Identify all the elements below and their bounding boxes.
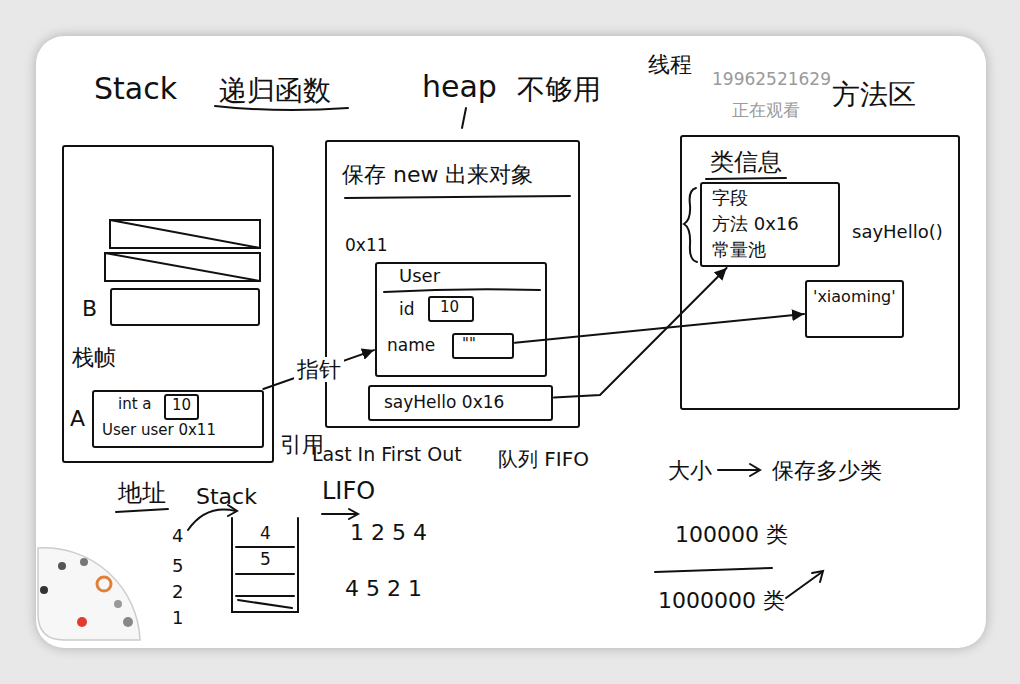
underline: [655, 568, 772, 572]
node-text: 保存 new 出来对象: [342, 162, 533, 187]
node-text: id: [399, 300, 415, 320]
stack-frame: B: [110, 288, 260, 326]
node-text: 'xiaoming': [813, 288, 896, 306]
node-text: name: [387, 336, 435, 356]
object-box: 0x11Useridname10"": [375, 262, 547, 377]
node-text: 不够用: [517, 74, 601, 106]
connector: [515, 314, 804, 343]
note-label: 1000000 类: [658, 588, 785, 613]
cross-out: [105, 253, 260, 281]
node-text: A: [70, 406, 85, 431]
note-label: 保存多少类: [772, 458, 882, 483]
class-info: 字段方法 0x16 常量池: [700, 182, 840, 267]
method-ref: sayHello 0x16: [368, 385, 553, 421]
delete-icon: [123, 617, 133, 627]
node-text: B: [82, 296, 97, 321]
node-text: 递归函数: [219, 75, 331, 107]
node-text: sayHello 0x16: [384, 393, 504, 413]
underline: [706, 178, 786, 179]
pen-stroke: [462, 108, 466, 128]
note-label: Last In First Out: [312, 444, 462, 466]
watermark: 正在观看: [732, 101, 800, 121]
brace: [684, 188, 697, 262]
undo-icon: [77, 617, 87, 627]
node-text: 字段: [712, 188, 748, 209]
stack-slot: [236, 573, 294, 575]
note-label: 4: [260, 524, 271, 544]
arrow-head: [349, 509, 358, 519]
note-label: 5: [172, 556, 183, 577]
note-label: 1 2 5 4: [350, 520, 427, 545]
arrow-line: [718, 469, 758, 471]
note-label: 线程: [648, 52, 692, 77]
note-label: 1: [172, 608, 183, 629]
note-label: 4 5 2 1: [345, 576, 422, 601]
note-label: 4: [172, 526, 183, 547]
divider-line: [384, 289, 540, 292]
node-text: User: [399, 266, 440, 287]
arrow-line: [322, 513, 356, 515]
arrow-head: [750, 464, 760, 476]
note-label: 100000 类: [675, 522, 788, 547]
node-text: 类信息: [710, 149, 782, 177]
node-text: 10: [172, 397, 191, 414]
constant-box: 'xiaoming': [805, 280, 904, 338]
old-frame: [110, 220, 260, 248]
arrow-head: [812, 571, 823, 582]
toolbar: [38, 548, 140, 640]
watermark: 19962521629: [712, 70, 831, 90]
node-text: 常量池: [712, 240, 766, 261]
stack-cup: [232, 518, 298, 612]
field-value: "": [452, 333, 514, 359]
note-label: 栈帧: [72, 345, 116, 370]
cross-out: [110, 220, 260, 248]
color-wheel: [97, 577, 111, 591]
note-label: 队列 FIFO: [498, 448, 589, 471]
node-text: 方法 0x16: [712, 214, 799, 235]
node-text: heap: [422, 70, 497, 105]
connector: [263, 350, 374, 389]
note-label: sayHello(): [852, 222, 943, 243]
tool-icon: [114, 600, 122, 608]
stack-slot: [236, 595, 294, 597]
node-text: "": [462, 336, 476, 353]
node-text: Stack: [94, 72, 177, 107]
stack-slot: [236, 546, 294, 548]
old-frame: [105, 253, 260, 281]
node-text: 0x11: [345, 236, 388, 256]
heap-area: heap不够用保存 new 出来对象0x11Useridname10""sayH…: [325, 140, 580, 428]
node-text: User user 0x11: [102, 422, 216, 439]
method-area: 方法区类信息字段方法 0x16常量池'xiaoming': [680, 135, 960, 410]
tool-icon: [58, 562, 66, 570]
toolbar-panel: [38, 548, 140, 640]
node-text: int a: [118, 396, 152, 413]
value-box: 10: [164, 394, 199, 420]
note-label: 5: [260, 550, 271, 570]
field-value: 10: [428, 296, 474, 322]
note-label: 地址: [118, 480, 166, 508]
tool-icon: [40, 586, 48, 594]
edge-label: 指针: [294, 357, 344, 382]
push-arrow: [188, 510, 236, 530]
tool-icon: [80, 558, 88, 566]
underline: [345, 196, 570, 198]
note-label: Stack: [196, 484, 257, 509]
arrow-line: [786, 572, 822, 598]
note-label: LIFO: [322, 478, 375, 506]
stack-area: Stack递归函数BAint aUser user 0x1110: [62, 145, 274, 463]
underline: [116, 509, 168, 512]
node-text: 10: [440, 299, 459, 316]
cross-out: [238, 600, 292, 608]
node-text: 方法区: [832, 79, 916, 111]
stack-frame: Aint aUser user 0x1110: [92, 390, 264, 448]
note-label: 2: [172, 582, 183, 603]
note-label: 大小: [668, 458, 712, 483]
